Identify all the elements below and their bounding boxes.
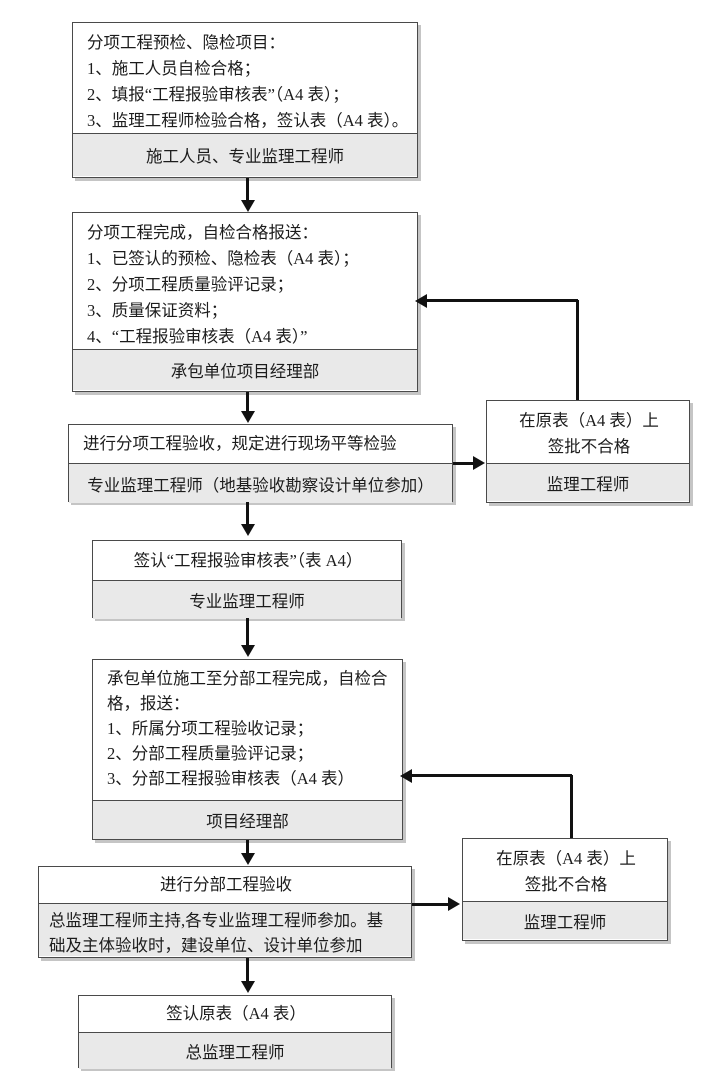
arrowhead-step1-to-step2	[240, 200, 255, 212]
arrowhead-step2-to-step3	[240, 411, 255, 423]
node-step1-line-1: 1、施工人员自检合格；	[87, 59, 261, 78]
node-step2[interactable]: 分项工程完成，自检合格报送： 1、已签认的预检、隐检表（A4 表）； 2、分项工…	[72, 212, 418, 392]
arrowhead-step6-to-reject-lower	[448, 897, 460, 911]
node-step6-body: 进行分部工程验收	[39, 867, 411, 903]
node-step5-body: 承包单位施工至分部工程完成，自检合 格，报送： 1、所属分项工程验收记录； 2、…	[93, 660, 402, 800]
feedback-upper-horizontal	[425, 299, 578, 302]
node-reject-lower-line-1: 签批不合格	[524, 875, 608, 894]
node-step2-line-1: 1、已签认的预检、隐检表（A4 表）；	[87, 249, 359, 268]
node-step5-line-4: 3、分部工程报验审核表（A4 表）	[107, 769, 355, 788]
connector-step4-to-step5	[246, 618, 249, 647]
node-step4-actor-label: 专业监理工程师	[189, 592, 305, 611]
node-step7-actor: 总监理工程师	[79, 1032, 391, 1069]
connector-step1-to-step2	[246, 178, 249, 204]
node-step5-line-0: 承包单位施工至分部工程完成，自检合	[107, 669, 388, 688]
connector-step3-to-step4	[246, 502, 249, 526]
node-step2-body: 分项工程完成，自检合格报送： 1、已签认的预检、隐检表（A4 表）； 2、分项工…	[73, 213, 417, 349]
node-step4-body: 签认“工程报验审核表”（表 A4）	[93, 541, 401, 580]
node-reject-lower-line-0: 在原表（A4 表）上	[496, 849, 636, 868]
node-step1-actor: 施工人员、专业监理工程师	[73, 133, 417, 176]
node-step3-body: 进行分项工程验收，规定进行现场平等检验	[69, 425, 452, 463]
node-step4[interactable]: 签认“工程报验审核表”（表 A4） 专业监理工程师	[92, 540, 402, 619]
node-step1-line-3: 3、监理工程师检验合格，签认表（A4 表）。	[87, 111, 409, 130]
node-step3-line-0: 进行分项工程验收，规定进行现场平等检验	[83, 434, 397, 453]
node-reject-lower-body: 在原表（A4 表）上 签批不合格	[463, 839, 667, 901]
node-step6-actor-line-1: 础及主体验收时，建设单位、设计单位参加	[49, 936, 363, 955]
feedback-upper-vertical	[576, 300, 579, 400]
feedback-lower-horizontal	[410, 774, 572, 777]
node-step7-line-0: 签认原表（A4 表）	[166, 1004, 306, 1023]
arrowhead-step4-to-step5	[240, 645, 255, 657]
node-step1-body: 分项工程预检、隐检项目： 1、施工人员自检合格； 2、填报“工程报验审核表”（A…	[73, 23, 417, 133]
connector-step6-to-step7	[246, 958, 249, 983]
arrowhead-step6-to-step7	[240, 981, 255, 993]
node-step4-line-0: 签认“工程报验审核表”（表 A4）	[133, 551, 363, 570]
node-step5-line-3: 2、分部工程质量验评记录；	[107, 744, 314, 763]
connector-step3-to-reject-upper	[453, 462, 475, 465]
node-step2-actor-label: 承包单位项目经理部	[170, 362, 320, 381]
connector-step6-to-reject-lower	[412, 903, 450, 906]
node-step5-actor-label: 项目经理部	[206, 812, 289, 831]
node-reject-lower-actor: 监理工程师	[463, 901, 667, 939]
node-reject-upper-actor-label: 监理工程师	[546, 474, 630, 494]
node-step4-actor: 专业监理工程师	[93, 580, 401, 619]
node-step5-line-2: 1、所属分项工程验收记录；	[107, 719, 314, 738]
node-step5-actor: 项目经理部	[93, 800, 402, 839]
node-step1-line-0: 分项工程预检、隐检项目：	[87, 33, 285, 52]
node-reject-upper-line-1: 签批不合格	[547, 437, 631, 456]
arrowhead-feedback-lower	[400, 769, 412, 783]
node-step3-actor-label: 专业监理工程师（地基验收勘察设计单位参加）	[87, 475, 434, 495]
node-step5-line-1: 格，报送：	[107, 694, 190, 713]
node-reject-upper[interactable]: 在原表（A4 表）上 签批不合格 监理工程师	[486, 400, 690, 503]
node-step7[interactable]: 签认原表（A4 表） 总监理工程师	[78, 995, 392, 1069]
node-step7-actor-label: 总监理工程师	[185, 1043, 285, 1062]
arrowhead-step3-to-reject-upper	[473, 456, 485, 470]
node-reject-lower-actor-label: 监理工程师	[523, 912, 607, 932]
node-step1-actor-label: 施工人员、专业监理工程师	[146, 147, 344, 166]
arrowhead-feedback-upper	[415, 294, 427, 308]
node-step2-line-0: 分项工程完成，自检合格报送：	[87, 223, 318, 242]
arrowhead-step3-to-step4	[240, 524, 255, 536]
node-step2-actor: 承包单位项目经理部	[73, 349, 417, 390]
arrowhead-step5-to-step6	[240, 853, 255, 865]
feedback-lower-vertical	[570, 775, 573, 838]
node-step3-actor: 专业监理工程师（地基验收勘察设计单位参加）	[69, 463, 452, 503]
node-step7-body: 签认原表（A4 表）	[79, 996, 391, 1032]
node-step6-line-0: 进行分部工程验收	[160, 875, 292, 894]
node-reject-upper-actor: 监理工程师	[487, 463, 689, 501]
node-reject-lower[interactable]: 在原表（A4 表）上 签批不合格 监理工程师	[462, 838, 668, 941]
node-step5[interactable]: 承包单位施工至分部工程完成，自检合 格，报送： 1、所属分项工程验收记录； 2、…	[92, 659, 403, 840]
node-step6-actor: 总监理工程师主持,各专业监理工程师参加。基 础及主体验收时，建设单位、设计单位参…	[39, 903, 411, 956]
node-step2-line-2: 2、分项工程质量验评记录；	[87, 275, 294, 294]
connector-step2-to-step3	[246, 392, 249, 413]
node-step6[interactable]: 进行分部工程验收 总监理工程师主持,各专业监理工程师参加。基 础及主体验收时，建…	[38, 866, 412, 958]
node-step2-line-4: 4、“工程报验审核表（A4 表）”	[87, 327, 308, 346]
node-step2-line-3: 3、质量保证资料；	[87, 301, 228, 320]
node-reject-upper-body: 在原表（A4 表）上 签批不合格	[487, 401, 689, 463]
node-reject-upper-line-0: 在原表（A4 表）上	[519, 411, 659, 430]
connector-step5-to-step6	[246, 840, 249, 857]
node-step6-actor-line-0: 总监理工程师主持,各专业监理工程师参加。基	[49, 911, 384, 930]
node-step3[interactable]: 进行分项工程验收，规定进行现场平等检验 专业监理工程师（地基验收勘察设计单位参加…	[68, 424, 453, 503]
node-step1[interactable]: 分项工程预检、隐检项目： 1、施工人员自检合格； 2、填报“工程报验审核表”（A…	[72, 22, 418, 178]
node-step1-line-2: 2、填报“工程报验审核表”（A4 表）；	[87, 85, 349, 104]
